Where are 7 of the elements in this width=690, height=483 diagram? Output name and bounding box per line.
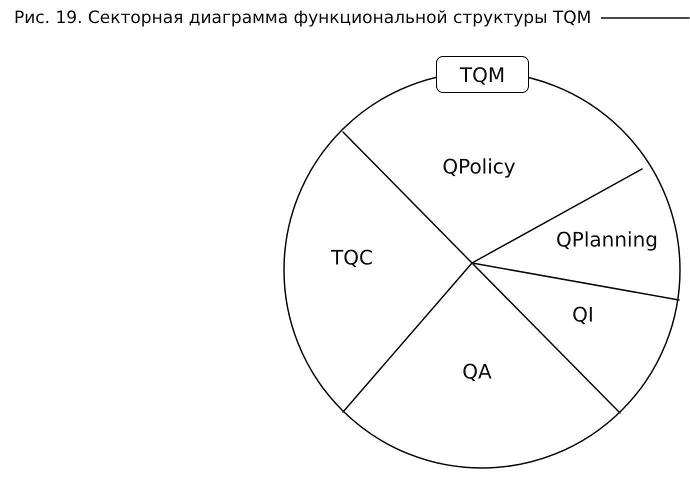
sector-label: QI [572,304,594,326]
sector-label: QPolicy [442,156,516,178]
label-box: TQM [436,56,529,93]
figure-title: Рис. 19. Секторная диаграмма функциональной структуры TQM [14,8,592,28]
sector-label: QPlanning [556,228,658,252]
sector-label: QA [462,360,492,384]
sector-label: TQC [331,246,373,270]
